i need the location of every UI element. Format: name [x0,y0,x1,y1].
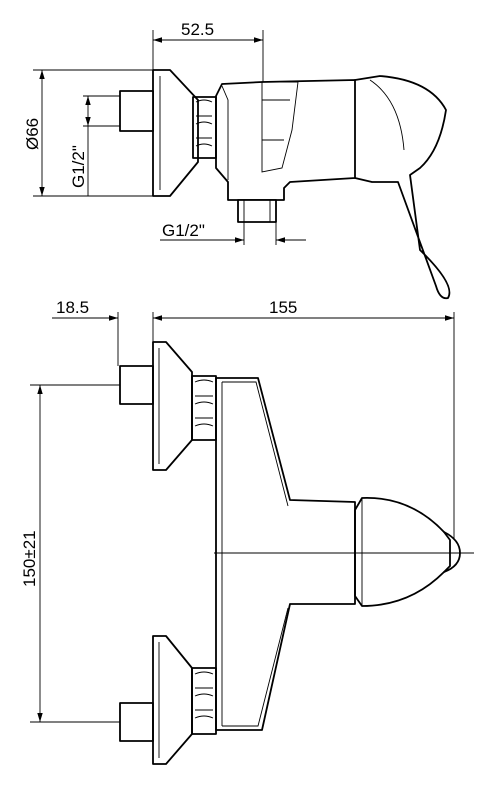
dim-offset-label: 18.5 [56,298,89,317]
dim-length-label: 155 [269,298,297,317]
front-top-hex-nut [191,375,217,441]
front-mixer-body [215,377,356,731]
dim-diameter-label: Ø66 [23,118,42,150]
dim-outlet-thread-label: G1/2" [162,221,205,240]
side-lever-handle [354,75,451,300]
dim-spacing-label: 150±21 [20,530,39,587]
side-hex-nut [192,96,217,159]
front-handle [354,497,451,607]
side-view: 52.5 Ø66 G1/2" G1/2" [23,20,451,300]
side-outlet-stub [237,199,277,223]
front-view: 18.5 155 150±21 [20,298,474,765]
side-inlet-stub [119,90,154,132]
dim-inlet-thread-label: G1/2" [69,145,88,188]
front-bottom-inlet-stub [119,702,154,742]
side-valve-body [215,79,356,201]
front-bottom-hex-nut [191,667,217,735]
front-handle-cap [443,531,461,573]
dim-width-label: 52.5 [181,20,214,39]
front-top-inlet-stub [119,365,154,405]
